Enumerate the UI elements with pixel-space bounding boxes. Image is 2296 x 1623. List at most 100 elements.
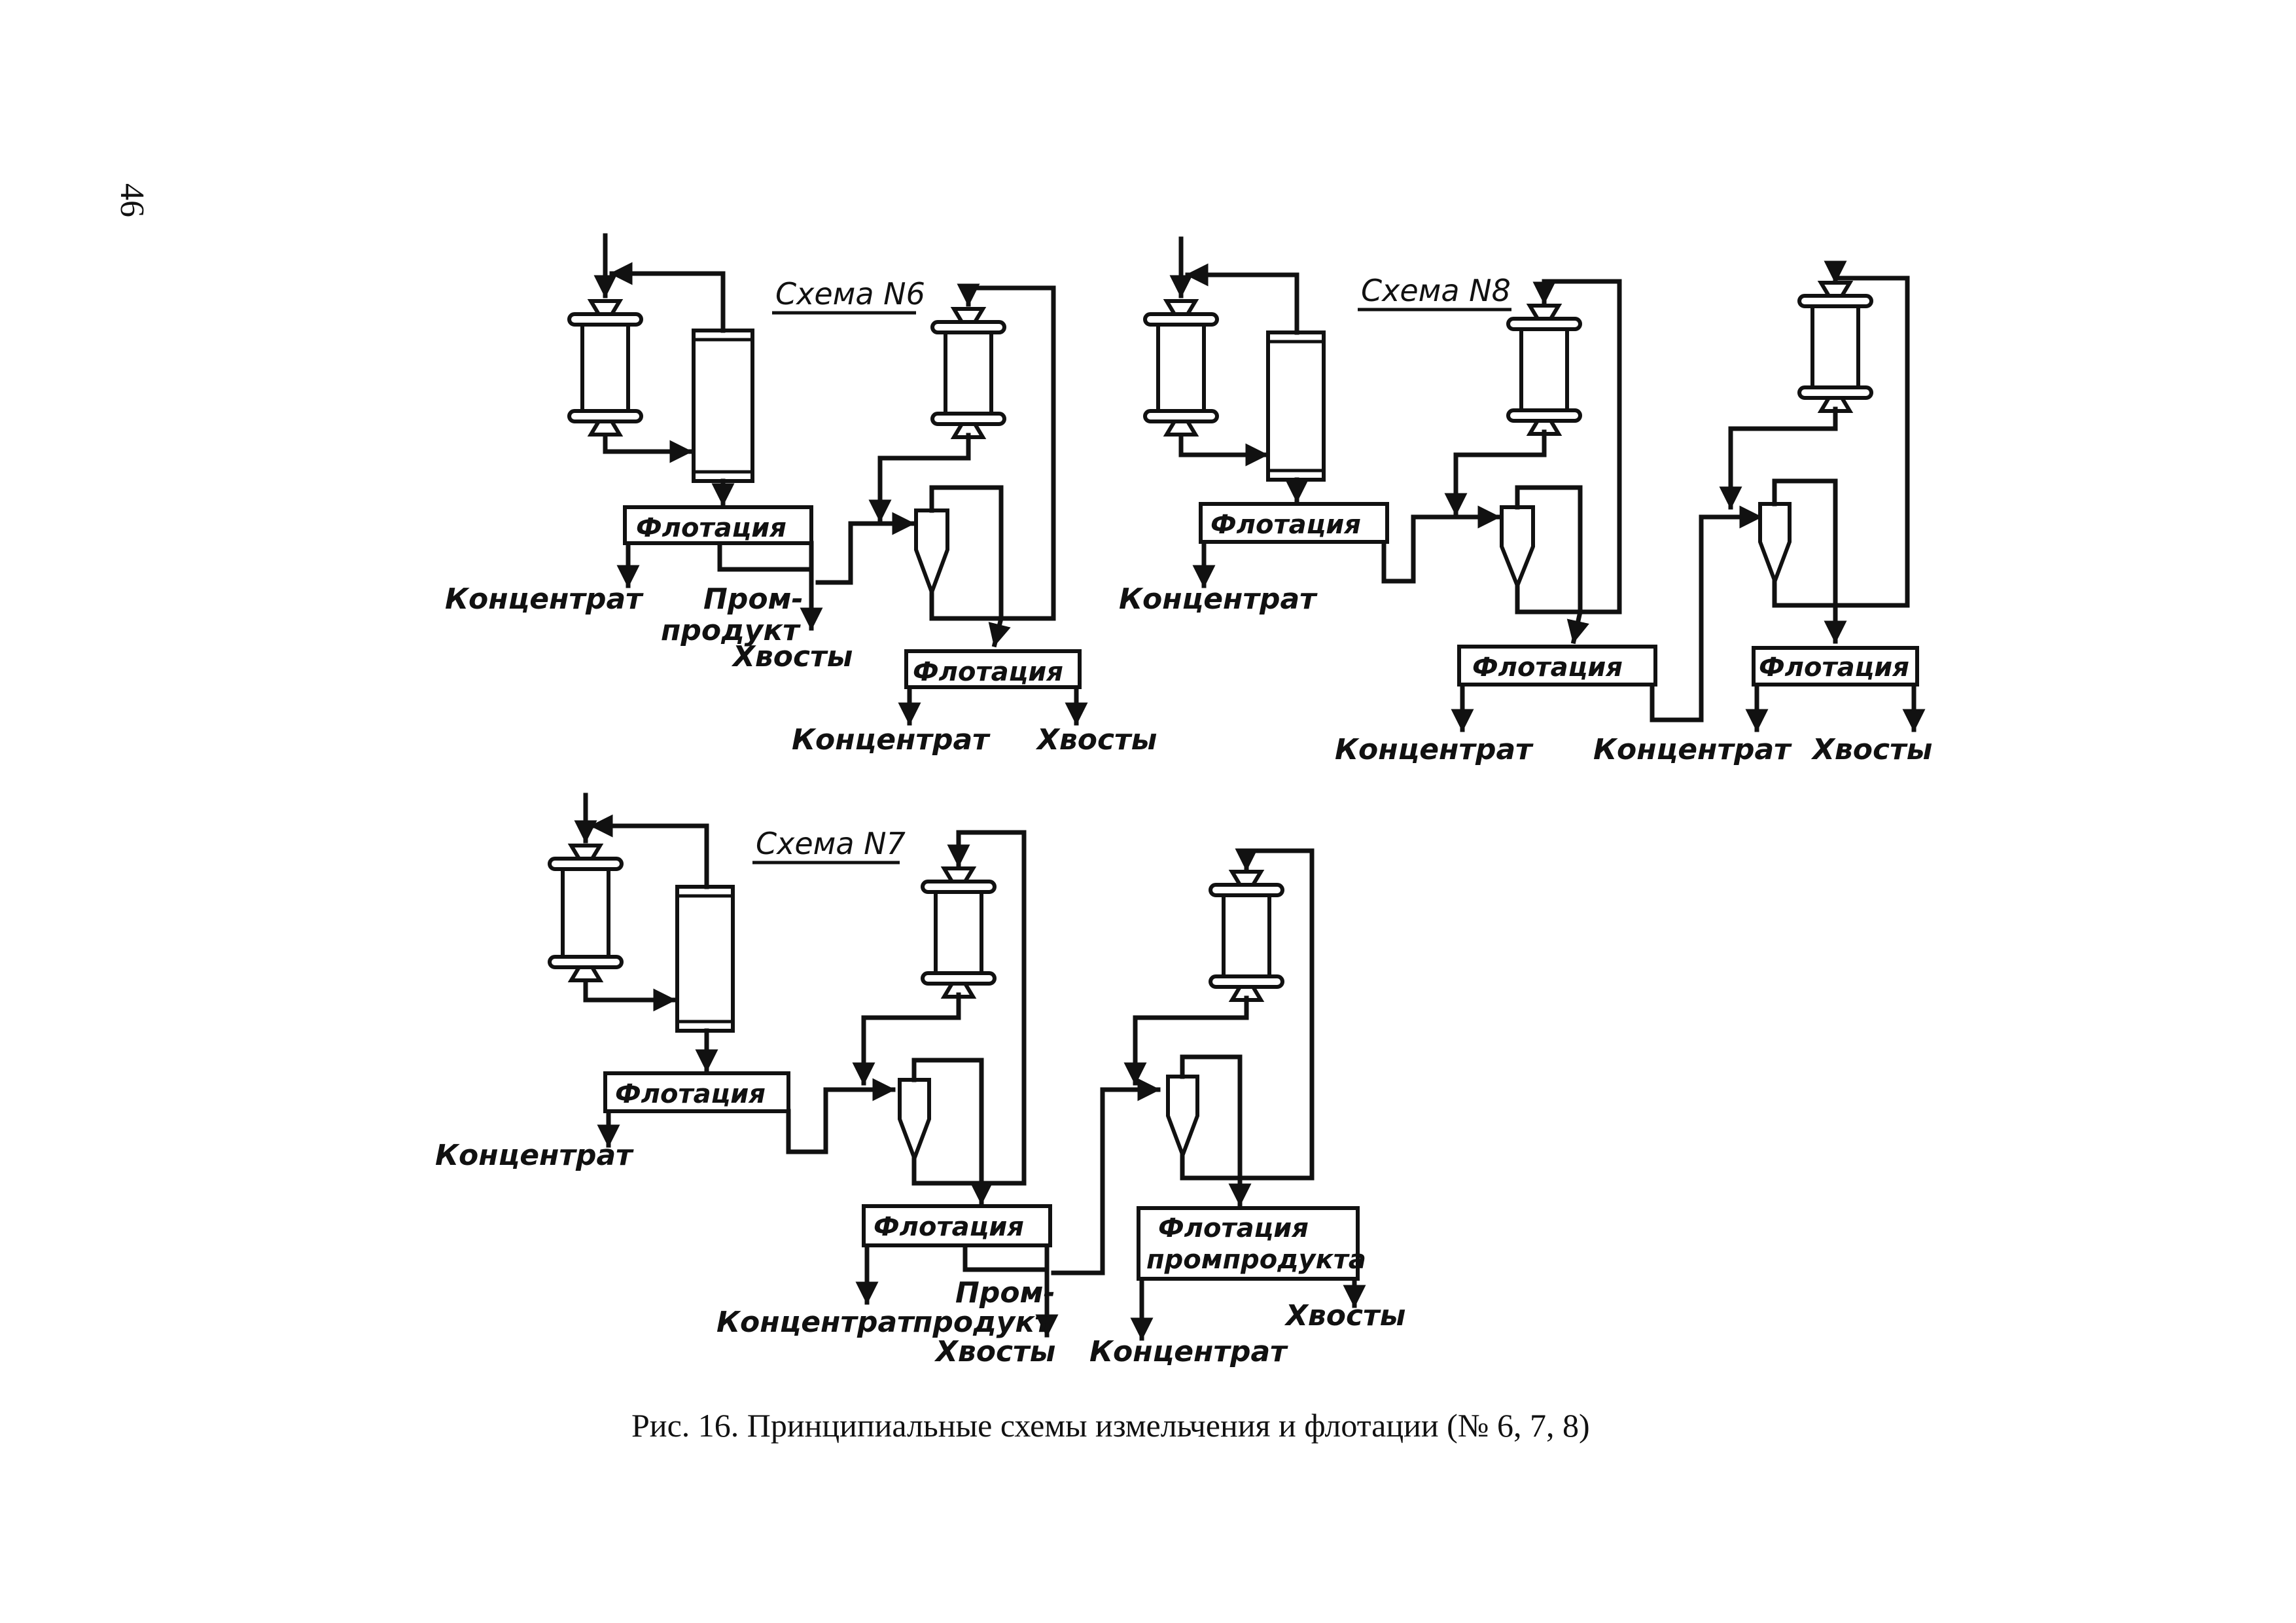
scheme-n6-flotation-2-label: Флотация xyxy=(913,657,1063,687)
mill-drum xyxy=(934,890,983,975)
scheme-n6-middlings-to-cyclone xyxy=(815,512,915,585)
cyclone-body xyxy=(1166,1075,1199,1161)
scheme-n6-flotation-2 xyxy=(904,649,1082,689)
scheme-n6-mill-to-classifier xyxy=(603,433,693,463)
scheme-n6-middlings-line2: продукт xyxy=(661,614,801,647)
scheme-n7-middlings-line2: продукт xyxy=(913,1306,1053,1339)
scheme-n8-regrind-mill-2 xyxy=(1797,281,1873,413)
cyclone-body xyxy=(1758,502,1792,587)
scheme-n7-classifier xyxy=(675,885,735,1033)
classifier-body xyxy=(1266,330,1326,482)
scheme-n6-tailings-2: Хвосты xyxy=(1035,723,1157,757)
scheme-n7-underflow-to-regrind-1 xyxy=(947,830,1027,1186)
scheme-n8-cyclone-1-overflow xyxy=(1515,485,1589,645)
scheme-n8-flotation-3-label: Флотация xyxy=(1759,652,1909,683)
scheme-n7-hydrocyclone-2 xyxy=(1166,1075,1199,1161)
scheme-n6-tailings-1: Хвосты xyxy=(731,640,853,673)
scheme-n8-classifier xyxy=(1266,330,1326,482)
scheme-n7-cyclone-1-overflow xyxy=(911,1058,993,1205)
scheme-n8-concentrate-1: Концентрат xyxy=(1119,582,1318,616)
scheme-n7-hydrocyclone-1 xyxy=(898,1078,931,1164)
scheme-n7-regrind-mill-1 xyxy=(921,866,997,999)
scheme-n7-middlings-line1: Пром- xyxy=(955,1276,1055,1310)
scheme-n8-primary-mill xyxy=(1143,299,1219,437)
scheme-n6: Схема N6 Флотация Флотация Концентрат Пр… xyxy=(445,233,1157,757)
scheme-n6-regrind-discharge xyxy=(868,433,971,523)
scheme-n7-flotation-2 xyxy=(862,1204,1052,1247)
scheme-n7-middlings-to-cyclone-2 xyxy=(1051,1078,1161,1275)
scheme-n8-flotation-1-label: Флотация xyxy=(1210,510,1361,540)
scheme-n6-hydrocyclone xyxy=(914,508,949,598)
scheme-n8-flotation-2-label: Флотация xyxy=(1472,652,1623,683)
mill-drum xyxy=(1222,893,1271,978)
scheme-n6-middlings-line1: Пром- xyxy=(703,582,804,616)
scheme-n8-hydrocyclone-1 xyxy=(1500,505,1535,592)
scheme-n8-underflow-to-regrind-2 xyxy=(1824,260,1910,608)
scheme-n8-cyclone-2-overflow xyxy=(1772,478,1847,644)
cyclone-body xyxy=(914,508,949,598)
scheme-n6-concentrate-1: Концентрат xyxy=(445,582,644,616)
scheme-n6-primary-mill xyxy=(567,299,643,437)
scheme-n7-primary-mill xyxy=(548,844,624,982)
scheme-n8-title: Схема N8 xyxy=(1361,273,1511,308)
scheme-n7-regrind-1-discharge xyxy=(852,992,961,1086)
scheme-n7-middlings-line xyxy=(963,1243,1050,1272)
figure-caption: Рис. 16. Принципиальные схемы измельчени… xyxy=(631,1407,1590,1444)
scheme-n7-tailings-3: Хвосты xyxy=(1284,1299,1405,1332)
cyclone-body xyxy=(898,1078,931,1164)
mill-drum xyxy=(1519,327,1569,412)
scheme-n8-tailings-to-cyclone xyxy=(1381,505,1501,584)
scheme-n8-tailings-3: Хвосты xyxy=(1810,733,1932,766)
mill-discharge-cone xyxy=(1526,419,1563,436)
scheme-n7-cyclone-2-overflow xyxy=(1180,1054,1252,1207)
scheme-n6-classifier xyxy=(692,329,754,483)
classifier-body xyxy=(692,329,754,483)
scheme-n7-tailings-2: Хвосты xyxy=(934,1335,1055,1368)
scheme-n7-flotation-3-label-line2: промпродукта xyxy=(1146,1245,1366,1275)
mill-discharge-cone xyxy=(1163,419,1199,437)
scheme-n7-flotation-1 xyxy=(603,1071,790,1113)
scheme-n6-underflow-to-regrind xyxy=(957,283,1056,621)
scheme-n8-flotation-1 xyxy=(1199,502,1389,544)
scheme-n7-underflow-to-regrind-2 xyxy=(1235,848,1315,1181)
scheme-n6-cyclone-underflow xyxy=(929,590,1010,621)
scheme-n6-regrind-mill xyxy=(930,307,1006,439)
scheme-n8-underflow-to-regrind-1 xyxy=(1532,279,1622,615)
scheme-n7-flotation-3-label-line1: Флотация xyxy=(1158,1213,1309,1243)
mill-drum xyxy=(944,330,993,416)
scheme-n8-flotation-3 xyxy=(1752,646,1919,687)
scheme-n7-regrind-mill-2 xyxy=(1209,870,1284,1002)
mill-discharge-cone xyxy=(1817,396,1854,413)
scheme-n6-flotation-1-label: Флотация xyxy=(636,513,786,543)
scheme-n7-flotation-1-label: Флотация xyxy=(615,1079,766,1109)
scheme-n6-cyclone-overflow-to-flotation xyxy=(929,485,1011,648)
scheme-n8-concentrate-to-cyclone-2 xyxy=(1650,505,1763,722)
scheme-n7-concentrate-1: Концентрат xyxy=(435,1139,634,1172)
mill-discharge-cone xyxy=(1228,985,1265,1002)
scheme-n8-cyclone-1-underflow xyxy=(1515,583,1586,615)
page-number: 46 xyxy=(113,183,150,217)
mill-drum xyxy=(561,867,610,959)
scheme-n6-classifier-sands-return xyxy=(609,262,726,333)
mill-discharge-cone xyxy=(940,982,977,999)
scheme-n8: Схема N8 Флотация Флотация Флотация Конц… xyxy=(1119,236,1932,766)
mill-drum xyxy=(1810,304,1860,389)
scheme-n8-regrind-2-discharge xyxy=(1719,406,1838,510)
scheme-n7-cyclone-2-underflow xyxy=(1180,1152,1246,1181)
scheme-n7-flotation-2-label: Флотация xyxy=(874,1212,1024,1242)
scheme-n7-regrind-2-discharge xyxy=(1123,995,1249,1086)
scheme-n7-title: Схема N7 xyxy=(756,826,906,861)
scheme-n8-concentrate-3: Концентрат xyxy=(1593,733,1792,766)
mill-discharge-cone xyxy=(587,419,624,437)
scheme-n6-title: Схема N6 xyxy=(775,276,925,312)
mill-discharge-cone xyxy=(567,965,604,982)
scheme-n8-cyclone-2-underflow xyxy=(1772,579,1841,608)
scheme-n7-concentrate-3: Концентрат xyxy=(1089,1335,1288,1368)
scheme-n7-flotation-3 xyxy=(1137,1206,1360,1281)
scheme-n8-regrind-mill-1 xyxy=(1506,304,1582,436)
scheme-n7: Схема N7 Флотация Флотация Флотация пром… xyxy=(435,793,1405,1368)
scheme-n6-concentrate-2: Концентрат xyxy=(792,723,991,757)
mill-discharge-cone xyxy=(950,422,987,439)
scheme-n7-classifier-sands-return xyxy=(590,814,709,889)
